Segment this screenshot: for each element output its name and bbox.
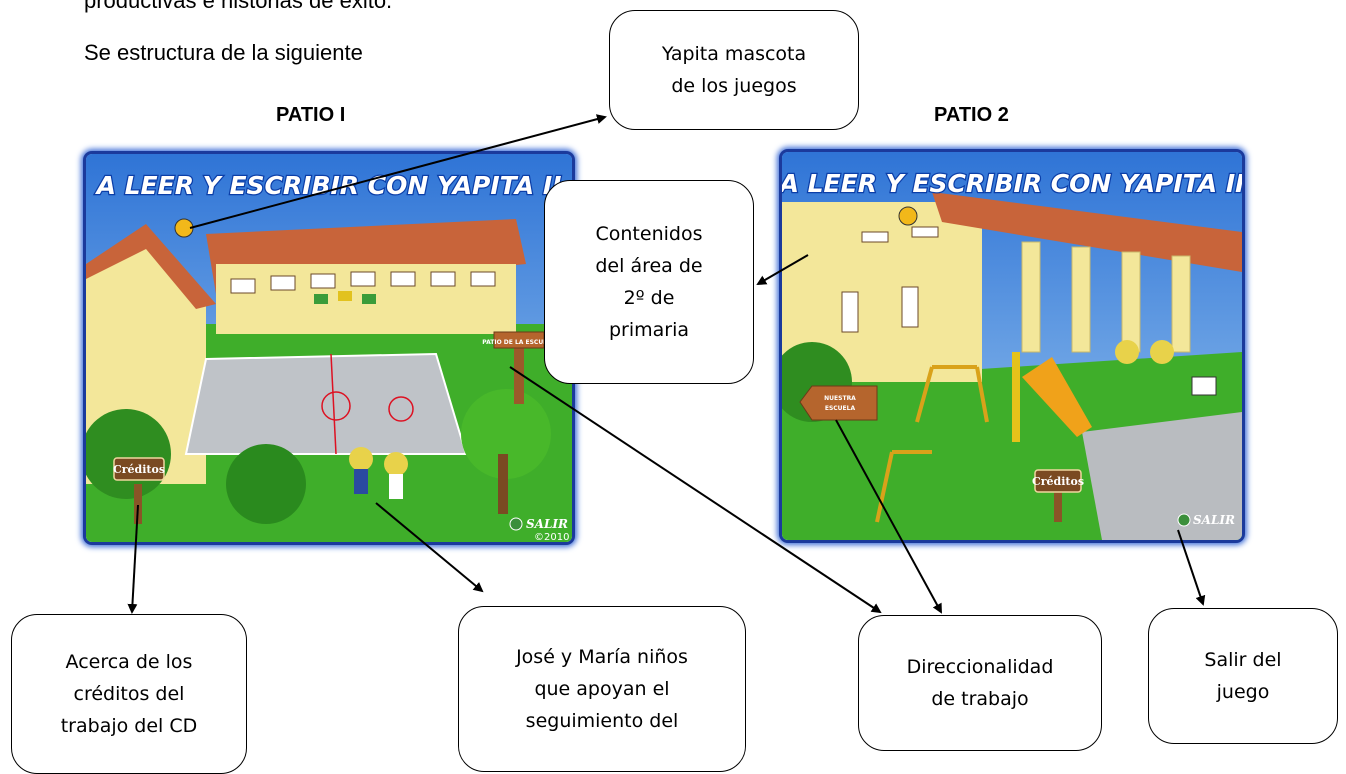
- flags: [314, 291, 376, 304]
- maria-character: [384, 452, 408, 476]
- salir-label-2[interactable]: SALIR: [1193, 513, 1235, 527]
- creditos-sign-text: Créditos: [113, 463, 165, 476]
- yapita-bee: [174, 218, 194, 238]
- left-roof: [86, 224, 216, 309]
- patio-2-roof: [932, 192, 1242, 272]
- jose-character: [1115, 340, 1139, 364]
- game-title-2: A LEER Y ESCRIBIR CON YAPITA II: [782, 169, 1242, 198]
- court: [1082, 412, 1242, 540]
- patio-2-screen: NUESTRA ESCUELA Créditos SALIR A LEER Y …: [782, 152, 1242, 540]
- patio-1-screen: PATIO DE LA ESCUELA Créditos SALIR ©2010…: [86, 154, 572, 542]
- tree-bottom: [226, 444, 306, 524]
- basketball-court: [184, 352, 468, 455]
- salir-icon-2[interactable]: [1177, 513, 1191, 527]
- salir-icon[interactable]: [509, 517, 523, 531]
- nuestra-escuela-line1: NUESTRA: [824, 395, 856, 402]
- patio-1-post-sign-text: PATIO DE LA ESCUELA: [482, 339, 556, 346]
- maria-character: [1150, 340, 1174, 364]
- jose-character: [349, 447, 373, 471]
- nuestra-escuela-sign[interactable]: [799, 385, 878, 421]
- slide: [1022, 357, 1092, 437]
- creditos-sign-2-text: Créditos: [1032, 475, 1084, 488]
- intro-line-1: productivas e historias de éxito.: [84, 0, 393, 13]
- patio-1-label: PATIO I: [276, 104, 346, 126]
- arrow-salir: [1177, 529, 1206, 606]
- basketball-hoop: [1191, 376, 1217, 396]
- creditos-sign[interactable]: [113, 457, 165, 481]
- year-label: ©2010: [534, 532, 569, 542]
- salir-label-1[interactable]: SALIR: [526, 517, 568, 531]
- creditos-sign-2[interactable]: [1034, 469, 1082, 493]
- intro-line-2: Se estructura de la siguiente: [84, 40, 363, 65]
- game-title-1: A LEER Y ESCRIBIR CON YAPITA II: [95, 171, 562, 200]
- nuestra-escuela-line2: ESCUELA: [825, 405, 856, 412]
- yapita-bee: [898, 206, 918, 226]
- patio-2-label: PATIO 2: [934, 104, 1009, 126]
